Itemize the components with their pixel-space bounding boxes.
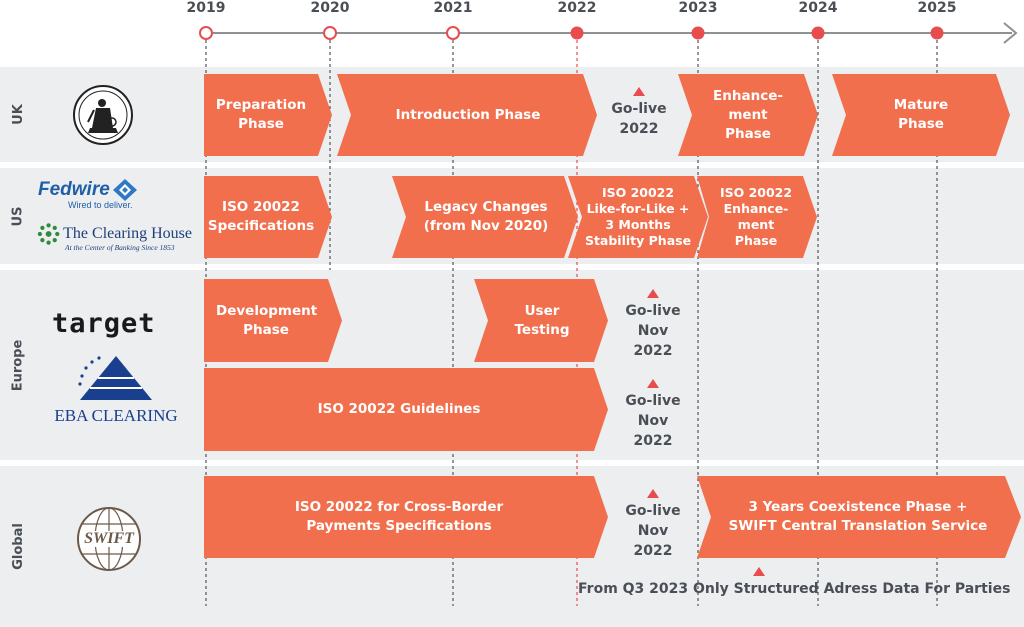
europe-golive-nov-2022-milestone-2: Go-live Nov 2022 [612, 379, 694, 451]
uk-mature-phase: Mature Phase [832, 74, 1010, 156]
marker-2024 [811, 26, 825, 40]
swift-globe-icon [77, 507, 141, 571]
us-like-for-like-phase: ISO 20022 Like-for-Like + 3 Months Stabi… [568, 176, 708, 258]
marker-2022 [570, 26, 584, 40]
global-golive-triangle-icon [647, 489, 659, 498]
uk-introduction-phase: Introduction Phase [337, 74, 597, 156]
us-enhancement-phase: ISO 20022 Enhance- ment Phase [697, 176, 817, 258]
europe-user-testing-phase: User Testing [474, 279, 608, 362]
year-label-2023: 2023 [678, 0, 718, 16]
marker-2019 [199, 26, 213, 40]
global-cross-border-specifications-phase: ISO 20022 for Cross-Border Payments Spec… [204, 476, 608, 558]
europe-golive-triangle-icon-1 [647, 289, 659, 298]
year-label-2019: 2019 [186, 0, 226, 16]
year-label-2024: 2024 [798, 0, 838, 16]
timeline-arrowhead [1003, 22, 1018, 44]
marker-2025 [930, 26, 944, 40]
uk-preparation-phase: Preparation Phase [204, 74, 332, 156]
uk-golive-2022-milestone: Go-live 2022 [600, 87, 678, 139]
europe-development-phase: Development Phase [204, 279, 342, 362]
us-iso20022-specifications-phase: ISO 20022 Specifications [204, 176, 332, 258]
marker-2021 [446, 26, 460, 40]
fedwire-logo: Fedwire Wired to deliver. [38, 178, 153, 220]
global-structured-address-note: From Q3 2023 Only Structured Adress Data… [578, 567, 1010, 599]
clearing-house-tagline: At the Center of Banking Since 1853 [65, 243, 175, 252]
clearing-house-logo: The Clearing House At the Center of Bank… [37, 222, 192, 256]
year-label-2020: 2020 [310, 0, 350, 16]
uk-enhancement-phase: Enhance- ment Phase [678, 74, 818, 156]
marker-2023 [691, 26, 705, 40]
eba-clearing-wordmark: EBA CLEARING [54, 406, 178, 425]
eba-clearing-logo: EBA CLEARING [50, 352, 182, 425]
marker-2020 [323, 26, 337, 40]
europe-iso20022-guidelines-phase: ISO 20022 Guidelines [204, 368, 608, 451]
target-logo: target [52, 308, 156, 339]
year-label-2022: 2022 [557, 0, 597, 16]
fedwire-wordmark: Fedwire [38, 179, 110, 200]
year-label-2025: 2025 [917, 0, 957, 16]
clearing-house-wordmark: The Clearing House [63, 225, 192, 242]
global-coexistence-phase: 3 Years Coexistence Phase + SWIFT Centra… [697, 476, 1021, 558]
bank-of-england-logo [73, 85, 133, 145]
europe-golive-nov-2022-milestone-1: Go-live Nov 2022 [612, 289, 694, 361]
swift-logo: SWIFT [76, 506, 142, 572]
global-golive-nov-2022-milestone: Go-live Nov 2022 [612, 489, 694, 561]
europe-golive-triangle-icon-2 [647, 379, 659, 388]
uk-golive-triangle-icon [633, 87, 645, 96]
swift-wordmark: SWIFT [84, 530, 134, 547]
year-label-2021: 2021 [433, 0, 473, 16]
us-legacy-changes-phase: Legacy Changes (from Nov 2020) [392, 176, 578, 258]
clearing-house-star-icon [37, 223, 60, 245]
eba-pyramid-icon [78, 356, 152, 400]
fedwire-diamond-icon [112, 179, 137, 201]
structured-address-triangle-icon [753, 567, 765, 576]
fedwire-tagline: Wired to deliver. [68, 200, 133, 210]
